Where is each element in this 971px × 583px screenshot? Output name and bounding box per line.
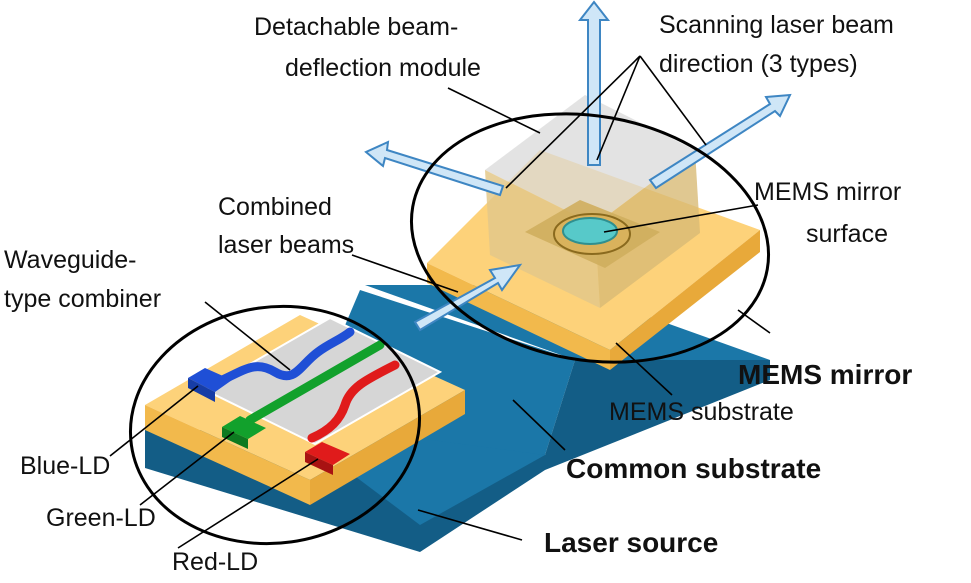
label-detachable-1: Detachable beam- [254, 13, 458, 41]
mems-mirror-outline [409, 112, 771, 364]
leader-red-ld [177, 458, 319, 549]
label-mirror-surface-1: MEMS mirror [754, 178, 901, 206]
leader-green-ld [139, 431, 235, 506]
label-mirror-surface-2: surface [806, 220, 888, 248]
mems-substrate-right [610, 230, 760, 370]
label-mems-substrate: MEMS substrate [609, 398, 794, 426]
label-combined-1: Combined [218, 193, 332, 221]
waveguide-green [245, 340, 385, 425]
leader-lines [109, 55, 771, 549]
red-ld-front [305, 452, 333, 475]
leader-scanning-1 [505, 55, 641, 189]
label-combined-2: laser beams [218, 231, 354, 259]
green-ld-block [222, 416, 266, 439]
green-ld-front [222, 427, 248, 449]
label-green-ld: Green-LD [46, 504, 156, 532]
label-blue-ld: Blue-LD [20, 452, 110, 480]
common-substrate-right-side [545, 360, 770, 470]
beam-deflection-module [485, 95, 700, 308]
label-laser-source: Laser source [544, 527, 718, 558]
leader-mirror-surface [603, 204, 759, 233]
label-detachable-2: deflection module [285, 54, 481, 82]
label-mems-mirror: MEMS mirror [738, 359, 912, 390]
scanning-beam-up-arrow [577, 0, 611, 166]
leader-combined [351, 254, 459, 293]
leader-mems-mirror [737, 309, 771, 334]
waveguide-red [307, 360, 400, 443]
leader-waveguide [204, 301, 291, 371]
leader-blue-ld [109, 385, 199, 457]
combined-beam-arrow [413, 263, 523, 332]
label-common-substrate: Common substrate [566, 453, 821, 484]
blue-ld-block [188, 368, 232, 392]
leader-laser-source [417, 509, 523, 541]
laser-chip-front [145, 405, 310, 505]
leader-detachable [447, 87, 541, 134]
laser-chip-right [310, 390, 465, 505]
blue-ld-front [188, 378, 215, 402]
leader-common-substrate [512, 399, 566, 451]
mems-mirror-disc [562, 217, 618, 245]
label-scanning-1: Scanning laser beam [659, 11, 894, 39]
label-red-ld: Red-LD [172, 548, 258, 576]
leader-scanning-3 [639, 55, 707, 146]
beam-arrows [364, 0, 792, 332]
waveguide-blue [213, 327, 355, 387]
label-waveguide-1: Waveguide- [4, 246, 136, 274]
scanning-beam-left-arrow [364, 140, 505, 197]
label-scanning-2: direction (3 types) [659, 50, 858, 78]
leader-scanning-2 [596, 55, 641, 161]
red-ld-block [305, 442, 350, 465]
labels: Detachable beam- deflection module Scann… [4, 11, 912, 576]
laser-source-outline [128, 304, 422, 546]
scanning-beam-right-arrow [648, 93, 792, 190]
leader-mems-substrate [615, 342, 673, 396]
label-waveguide-2: type combiner [4, 285, 161, 313]
